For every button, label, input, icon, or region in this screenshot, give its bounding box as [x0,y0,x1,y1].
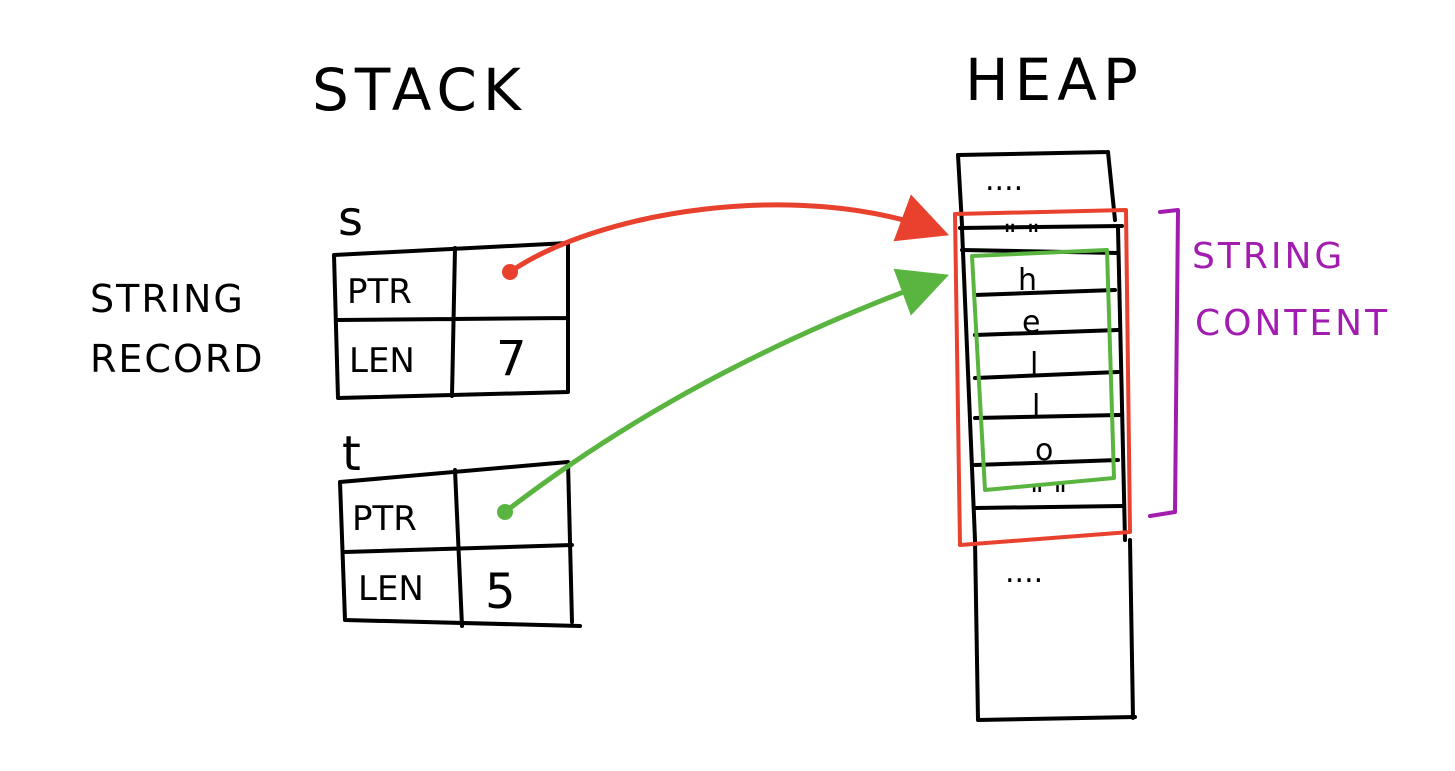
record-label-line1: STRING [90,277,245,321]
s-string-box [953,208,1132,547]
record-s-len-value: 7 [496,331,527,387]
record-t-ptr-label: PTR [352,499,417,539]
t-string-box [970,248,1116,492]
record-t-len-value: 5 [485,564,516,620]
heap-char-l2: l [1032,389,1040,424]
heap-quote-open: " " [1003,219,1040,254]
heap-char-e: e [1022,305,1040,340]
record-s-table [332,241,570,400]
record-s-var: s [338,191,363,247]
record-s-len-label: LEN [349,341,415,381]
annotation-line1: STRING [1192,236,1345,277]
heap-char-h: h [1018,263,1037,298]
heap-char-l1: l [1030,347,1038,382]
heap-bottom-ellipsis: .... [1005,555,1043,590]
record-label-line2: RECORD [90,337,265,381]
stack-title: STACK [312,56,527,124]
record-t-len-label: LEN [358,569,424,609]
annotation-line2: CONTENT [1195,303,1390,344]
record-t-var: t [342,426,361,482]
heap-char-o: o [1035,433,1053,468]
record-t-table [338,460,582,628]
s-pointer-arrow [507,194,950,275]
t-pointer-arrow [502,268,950,515]
heap-title: HEAP [965,46,1144,114]
heap-top-ellipsis: .... [985,163,1023,198]
heap-column: .... " " h e l l o " " .... [956,150,1137,722]
content-bracket [1148,208,1180,518]
record-s-ptr-label: PTR [347,272,412,312]
heap-outline [956,150,1137,722]
record-t: t PTR LEN 5 [338,426,582,628]
heap-inner-walls [960,226,1127,542]
record-s: s PTR LEN 7 [332,191,570,400]
